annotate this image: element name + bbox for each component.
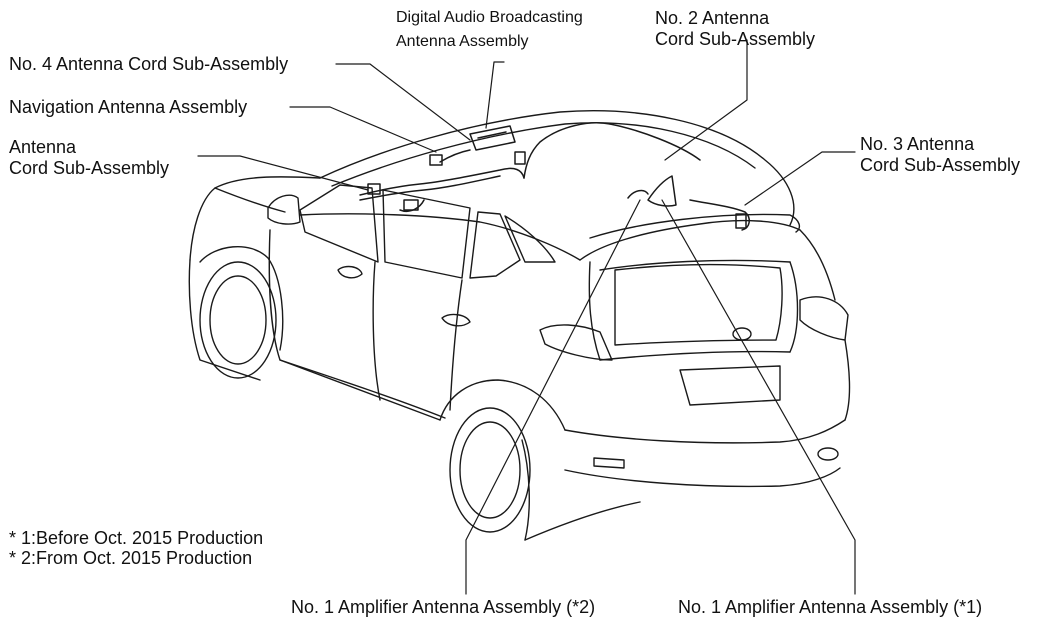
leader-cord: [197, 155, 369, 191]
label-no2-line1: No. 2 Antenna: [655, 8, 770, 28]
label-antenna-cord: Antenna Cord Sub-Assembly: [9, 137, 169, 179]
label-no2-cord: No. 2 Antenna Cord Sub-Assembly: [655, 8, 815, 50]
label-no3-line1: No. 3 Antenna: [860, 134, 975, 154]
label-cord-line2: Cord Sub-Assembly: [9, 158, 170, 178]
leader-lines: [197, 39, 856, 595]
label-dab-line1: Digital Audio Broadcasting: [396, 9, 583, 26]
label-dab-line2: Antenna Assembly: [396, 33, 529, 50]
label-amplifier-2: No. 1 Amplifier Antenna Assembly (*2): [291, 597, 596, 617]
leader-amp1: [661, 199, 856, 595]
leader-dab: [485, 61, 505, 129]
label-no3-line2: Cord Sub-Assembly: [860, 155, 1021, 175]
vehicle-body: [188, 110, 851, 541]
label-no2-line2: Cord Sub-Assembly: [655, 29, 816, 49]
leader-no2: [664, 39, 748, 161]
label-dab-antenna: Digital Audio Broadcasting Antenna Assem…: [396, 6, 583, 54]
label-navigation-antenna: Navigation Antenna Assembly: [9, 97, 248, 117]
footnote-2: * 2:From Oct. 2015 Production: [9, 548, 253, 568]
label-no4-cord: No. 4 Antenna Cord Sub-Assembly: [9, 54, 289, 74]
label-amplifier-1: No. 1 Amplifier Antenna Assembly (*1): [678, 597, 983, 617]
antenna-cords: [359, 122, 750, 231]
leader-no3: [744, 151, 856, 206]
footnote-1: * 1:Before Oct. 2015 Production: [9, 528, 264, 548]
label-no3-cord: No. 3 Antenna Cord Sub-Assembly: [860, 134, 1020, 176]
label-cord-line1: Antenna: [9, 137, 77, 157]
leader-amp2: [465, 199, 641, 595]
leader-nav: [289, 106, 437, 153]
leader-no4: [335, 63, 471, 141]
